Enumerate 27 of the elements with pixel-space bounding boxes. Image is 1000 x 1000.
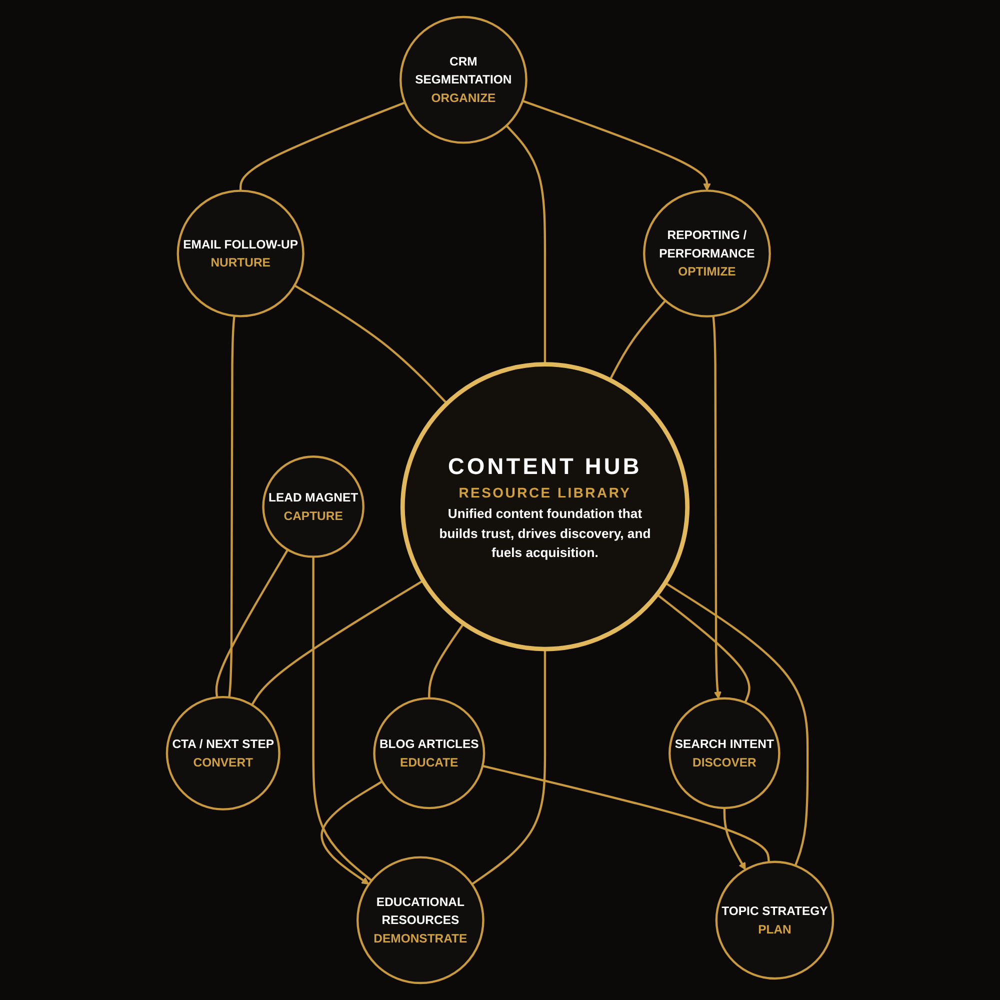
node-circle: EDUCATIONAL RESOURCES DEMONSTRATE — [356, 856, 484, 984]
connector — [656, 594, 750, 703]
connector — [294, 284, 448, 404]
connector — [228, 316, 236, 698]
node-circle: CRM SEGMENTATION ORGANIZE — [400, 16, 528, 144]
node-circle: SEARCH INTENT DISCOVER — [668, 697, 780, 810]
arrow — [320, 780, 383, 885]
node-circle: TOPIC STRATEGY PLAN — [715, 860, 834, 980]
node-circle: EMAIL FOLLOW-UP NURTURE — [176, 190, 304, 318]
connector — [506, 124, 546, 364]
connector — [428, 622, 465, 698]
connector — [482, 764, 770, 862]
node-circle: CONTENT HUB RESOURCE LIBRARY Unified content foundation that builds trust, drives discovery, and fuels acquisition. — [400, 362, 690, 652]
arrow — [723, 808, 746, 870]
connector — [251, 580, 424, 706]
arrow — [522, 100, 711, 191]
node-circle: CTA / NEXT STEP CONVERT — [166, 696, 280, 810]
connector — [312, 556, 372, 882]
arrow — [712, 316, 722, 700]
connector — [664, 582, 809, 866]
connector — [240, 102, 406, 191]
node-circle: BLOG ARTICLES EDUCATE — [373, 697, 486, 810]
node-circle: LEAD MAGNET CAPTURE — [262, 456, 364, 558]
connector — [609, 300, 666, 381]
connector — [471, 649, 546, 886]
connector — [215, 549, 289, 698]
node-circle: REPORTING / PERFORMANCE OPTIMIZE — [643, 190, 771, 318]
